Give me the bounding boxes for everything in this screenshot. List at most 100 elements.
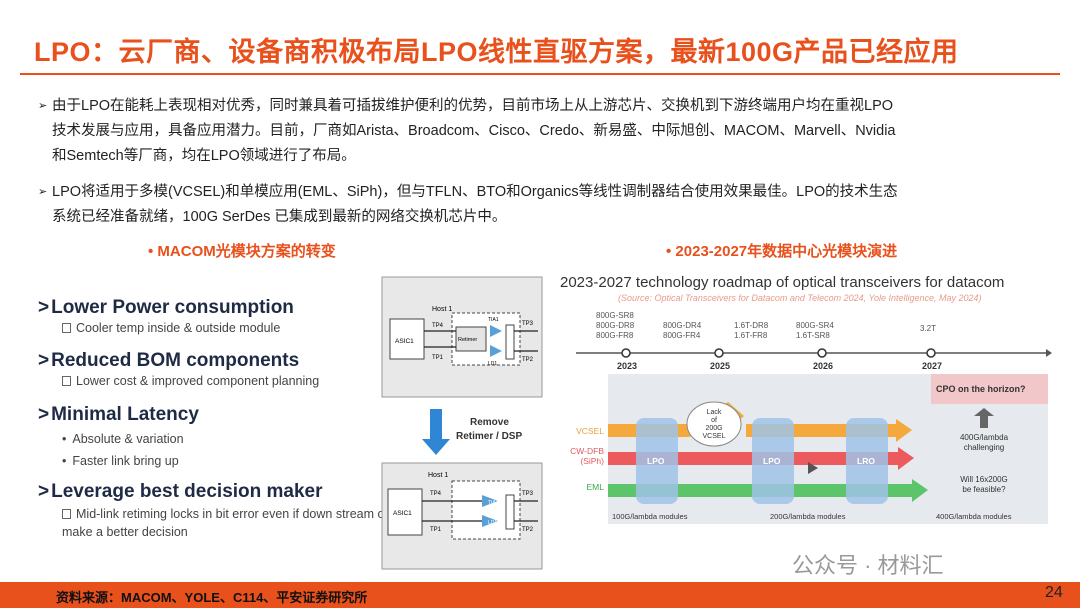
cpo-label: CPO on the horizon? — [936, 384, 1026, 394]
row-label-siph: (SiPh) — [580, 456, 604, 466]
footer-bar — [0, 582, 1080, 608]
challenge-text: 400G/lambda — [960, 433, 1009, 442]
page-title: LPO：云厂商、设备商积极布局LPO线性直驱方案，最新100G产品已经应用 — [34, 37, 959, 67]
product-label: 1.6T-FR8 — [734, 331, 768, 340]
lpo-label: LPO — [763, 456, 781, 466]
feasible-text: Will 16x200G — [960, 475, 1008, 484]
row-label-eml: EML — [587, 482, 605, 492]
year-label: 2025 — [710, 361, 730, 371]
module-label: 200G/lambda modules — [770, 512, 846, 521]
lro-box — [846, 418, 888, 504]
diagram-top: Host 1 ASIC1 Retimer TIA1 LD1 TP4 TP1 TP… — [381, 276, 543, 398]
square-bullet-icon — [62, 376, 71, 386]
page-number: 24 — [1045, 584, 1063, 601]
chevron-right-icon: > — [38, 481, 50, 502]
feature-sub: make a better decision — [62, 525, 188, 539]
year-marker — [714, 348, 724, 358]
bullet-arrow-icon: ➢ — [38, 186, 48, 198]
ld-label: LD1 — [488, 520, 497, 526]
osfp-connector — [505, 494, 515, 530]
feasible-text: be feasible? — [962, 485, 1006, 494]
macom-module-diagram: Host 1 ASIC1 Retimer TIA1 LD1 TP4 TP1 TP… — [381, 276, 543, 570]
arrow-shaft — [430, 409, 442, 439]
paragraph-1: ➢ 由于LPO在能耗上表现相对优秀，同时兼具着可插拔维护便利的优势，目前市场上从上… — [38, 94, 896, 169]
tp1-label: TP1 — [430, 527, 442, 533]
year-marker — [817, 348, 827, 358]
para2-line1: LPO将适用于多模(VCSEL)和单模应用(EML、SiPh)，但与TFLN、B… — [52, 184, 898, 200]
bullet-arrow-icon: ➢ — [38, 100, 48, 112]
feature-sub: Cooler temp inside & outside module — [76, 321, 281, 335]
para1-line2: 技术发展与应用，具备应用潜力。目前，厂商如Arista、Broadcom、Cis… — [52, 123, 896, 139]
year-label: 2023 — [617, 361, 637, 371]
ld-label: LD1 — [488, 361, 497, 367]
retimer-dsp-label: Retimer / DSP — [456, 431, 522, 442]
play-arrow-icon — [808, 462, 818, 474]
retimer-box — [455, 326, 487, 352]
host-label: Host 1 — [428, 472, 448, 479]
module-label: 400G/lambda modules — [936, 512, 1012, 521]
lack-text: of — [711, 417, 717, 424]
asic-box — [389, 318, 425, 360]
square-bullet-icon — [62, 509, 71, 519]
cpo-banner — [931, 374, 1048, 404]
title-divider — [20, 73, 1060, 75]
ld-triangle — [490, 345, 502, 357]
lack-text: Lack — [707, 409, 722, 416]
product-label: 800G-SR8 — [596, 311, 634, 320]
product-label: 1.6T-SR8 — [796, 331, 830, 340]
year-marker — [926, 348, 936, 358]
watermark: 公众号 · 材料汇 — [792, 553, 944, 578]
osfp-connector — [505, 324, 515, 360]
tp4-label: TP4 — [432, 323, 444, 329]
tp2-label: TP2 — [522, 527, 534, 533]
product-label: 800G-FR4 — [663, 331, 701, 340]
section-label-roadmap: • 2023-2027年数据中心光模块演进 — [666, 243, 898, 260]
remove-arrow: Remove Retimer / DSP — [422, 409, 522, 455]
chevron-right-icon: > — [38, 350, 50, 371]
year-markers: 2023 2025 2026 2027 — [617, 348, 942, 371]
feature-sub: Mid-link retiming locks in bit error eve… — [76, 507, 398, 521]
roadmap-title: 2023-2027 technology roadmap of optical … — [560, 274, 1005, 291]
paragraph-2: ➢ LPO将适用于多模(VCSEL)和单模应用(EML、SiPh)，但与TFLN、… — [38, 180, 898, 230]
product-label: 1.6T-DR8 — [734, 321, 769, 330]
product-label: 800G-SR4 — [796, 321, 834, 330]
source-note: 资料来源：MACOM、YOLE、C114、平安证券研究所 — [56, 590, 368, 605]
lack-callout — [686, 401, 742, 447]
feature-heading: Leverage best decision maker — [51, 481, 323, 502]
dot-bullet-icon: • — [62, 454, 67, 468]
tia-label: TIA1 — [488, 317, 499, 323]
ld-triangle — [482, 515, 498, 527]
year-label: 2026 — [813, 361, 833, 371]
up-arrow-icon — [974, 408, 994, 428]
asic-label: ASIC1 — [393, 510, 412, 517]
arrow-down-icon — [422, 439, 450, 455]
lpo-box — [752, 418, 794, 504]
asic-box — [387, 488, 423, 536]
tia-label: TIA1 — [488, 500, 499, 506]
tp2-label: TP2 — [522, 357, 534, 363]
lpo-boxes: LPO LPO LRO — [636, 418, 888, 504]
remove-label: Remove — [470, 417, 509, 428]
product-label: 800G-DR8 — [596, 321, 635, 330]
lack-text: VCSEL — [703, 433, 726, 440]
feature-decision: >Leverage best decision maker Mid-link r… — [38, 481, 398, 541]
feature-sub: Faster link bring up — [72, 454, 179, 468]
lpo-box — [636, 418, 678, 504]
section-label-macom: • MACOM光模块方案的转变 — [148, 243, 336, 260]
tia-triangle — [482, 495, 498, 507]
dot-bullet-icon: • — [62, 432, 67, 446]
tp1-label: TP1 — [432, 355, 444, 361]
product-label: 800G-DR4 — [663, 321, 702, 330]
retimer-label: Retimer — [458, 337, 477, 343]
tia-triangle — [490, 325, 502, 337]
roadmap-subtitle: (Source: Optical Transceivers for Dataco… — [618, 293, 982, 303]
feature-heading: Minimal Latency — [51, 404, 199, 425]
year-label: 2027 — [922, 361, 942, 371]
lpo-label: LPO — [647, 456, 665, 466]
diagram-bottom: Host 1 ASIC1 TIA1 LD1 TP4 TP1 TP3 TP2 — [381, 462, 543, 570]
row-label-vcsel: VCSEL — [576, 426, 604, 436]
row-label-cwdfb: CW-DFB — [570, 446, 604, 456]
para1-line1: 由于LPO在能耗上表现相对优秀，同时兼具着可插拔维护便利的优势，目前市场上从上游… — [52, 98, 894, 114]
feature-heading: Reduced BOM components — [51, 350, 300, 371]
feature-heading: Lower Power consumption — [51, 297, 294, 318]
